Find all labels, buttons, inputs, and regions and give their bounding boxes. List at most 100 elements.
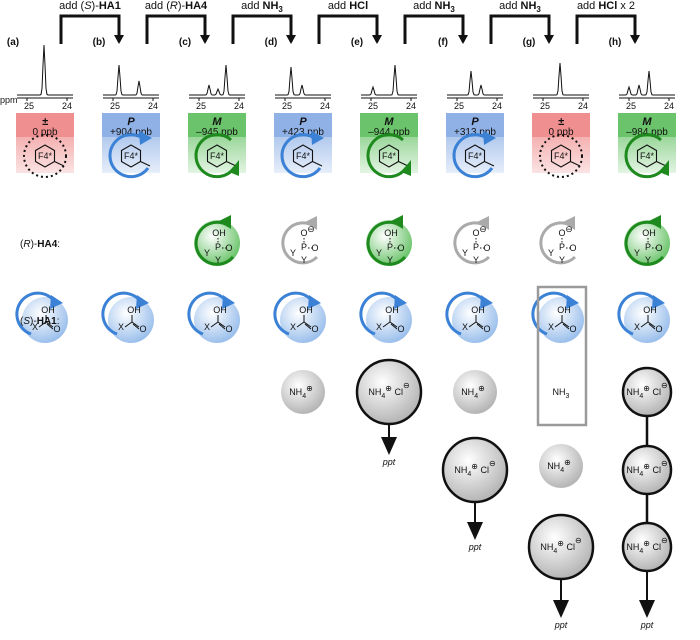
- highlight-frame: [536, 285, 588, 427]
- nmr-spectrum: [189, 64, 245, 96]
- minus-charge: ⊖: [307, 224, 315, 234]
- status-box-header: [618, 113, 676, 137]
- c-x-bond: [468, 321, 477, 328]
- precipitate-arrow-label: ppt: [640, 620, 654, 630]
- step-label: add HCl x 2: [577, 0, 635, 12]
- ammonium-chloride-label: NH4⊕ Cl⊖: [626, 381, 667, 400]
- ammonium-chloride-sphere: [621, 444, 673, 496]
- c-x-bond: [124, 321, 133, 328]
- helix-arrow: [445, 291, 487, 336]
- c-o-double: [46, 323, 54, 330]
- helix-arrow: [452, 133, 494, 179]
- c-x-bond: [210, 321, 219, 328]
- step-arrow-line: [575, 14, 637, 44]
- status-box-header: [102, 113, 160, 137]
- tick-label-25: 25: [24, 101, 34, 111]
- column-label: (b): [93, 37, 106, 48]
- cd-value: –945 ppb: [196, 127, 238, 138]
- helix-arrow: [15, 291, 57, 336]
- precipitate-arrow-arrowhead: [553, 600, 569, 618]
- step-label: add NH3: [241, 0, 283, 14]
- probe-label: F4*: [124, 151, 139, 161]
- helicity-sign: M: [212, 116, 222, 128]
- helicity-sign: M: [642, 116, 652, 128]
- hydroxyl-label: OH: [212, 228, 226, 238]
- helix-arrowhead: [222, 295, 235, 309]
- ha1-sphere: [366, 297, 412, 343]
- hydroxyl-label: OH: [471, 305, 485, 315]
- probe-label: F4*: [468, 151, 483, 161]
- ammonium-label: NH4⊕: [547, 458, 571, 474]
- c-o-double: [562, 323, 570, 330]
- methyl-bond: [54, 161, 65, 167]
- cd-value: –984 ppb: [626, 127, 668, 138]
- oxo-label: O: [655, 243, 662, 253]
- y-label: Y: [376, 248, 382, 258]
- tick-label-25: 25: [626, 101, 636, 111]
- oxo-label: O: [397, 243, 404, 253]
- oxo-label: O: [311, 243, 318, 253]
- helicity-sign: P: [127, 116, 135, 128]
- cd-value: +313 ppb: [454, 127, 496, 138]
- tick-label-24: 24: [492, 101, 502, 111]
- step-label: add (R)-HA4: [145, 0, 208, 12]
- ammonia-label: NH3: [553, 387, 570, 400]
- helix-arrow: [359, 291, 401, 336]
- step-arrowhead: [544, 35, 554, 44]
- x-label: X: [32, 322, 38, 332]
- ammonium-sphere: [453, 370, 497, 414]
- pyridine-ring: [34, 144, 56, 168]
- tick-label-25: 25: [282, 101, 292, 111]
- c-x-bond: [296, 321, 305, 328]
- c-o-bond: [561, 321, 570, 328]
- probe-label: F4*: [554, 151, 569, 161]
- helix-arrow: [108, 133, 150, 179]
- helix-arrowhead: [394, 295, 407, 309]
- helicity-sign: M: [384, 116, 394, 128]
- tick-label-24: 24: [578, 101, 588, 111]
- ha4-sphere: [366, 220, 412, 266]
- column-label: (f): [438, 37, 448, 48]
- tick-label-25: 25: [540, 101, 550, 111]
- ammonium-chloride-sphere: [621, 366, 673, 418]
- step-arrowhead: [372, 35, 382, 44]
- nmr-spectrum: [361, 64, 417, 96]
- helix-arrowhead: [649, 215, 661, 229]
- y-label: Y: [645, 255, 651, 265]
- hydroxyl-label: OH: [41, 305, 55, 315]
- y-label: Y: [387, 255, 393, 265]
- methyl-bond: [140, 161, 151, 167]
- helicity-sign: P: [299, 116, 307, 128]
- probe-label: F4*: [210, 151, 225, 161]
- tick-label-24: 24: [664, 101, 674, 111]
- helix-arrow: [101, 291, 143, 336]
- x-label: X: [462, 322, 468, 332]
- column-label: (d): [265, 37, 278, 48]
- nmr-spectrum: [619, 70, 675, 96]
- helicity-sign: P: [471, 116, 479, 128]
- c-x-bond: [554, 321, 563, 328]
- cd-value: 0 ppb: [548, 127, 573, 138]
- phosphorus-label: P: [301, 242, 307, 252]
- c-o-double: [218, 323, 226, 330]
- phosphorus-label: P: [387, 242, 393, 252]
- tick-label-24: 24: [320, 101, 330, 111]
- minus-charge: ⊖: [479, 224, 487, 234]
- column-label: (h): [609, 37, 622, 48]
- c-o-bond: [131, 321, 140, 328]
- helix-arrowhead: [483, 131, 496, 145]
- helix-arrow: [366, 220, 407, 266]
- status-box-header: [446, 113, 504, 137]
- x-label: X: [118, 322, 124, 332]
- oxo-label: O: [483, 243, 490, 253]
- helix-arrow: [453, 221, 491, 265]
- ha1-sphere: [22, 297, 68, 343]
- methyl-bond: [656, 161, 667, 167]
- racemic-dotted-ring: [539, 134, 583, 178]
